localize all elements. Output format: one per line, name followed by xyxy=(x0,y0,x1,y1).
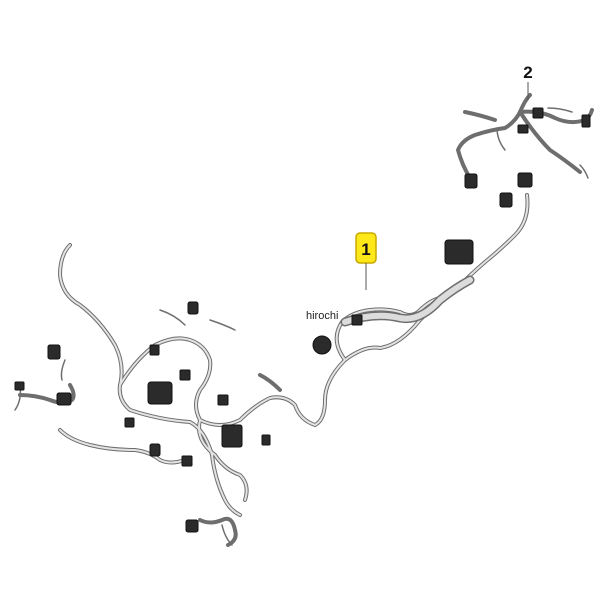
callout-1-label: 1 xyxy=(361,240,370,259)
connector-plug xyxy=(179,369,191,381)
connector-plug xyxy=(47,344,61,360)
connector-block xyxy=(444,239,474,265)
connector-plug xyxy=(56,392,72,406)
connector-plug xyxy=(581,114,591,128)
connector-plug xyxy=(351,314,363,326)
connector-plug xyxy=(532,107,544,119)
connectors xyxy=(14,107,591,533)
main-harness xyxy=(14,93,594,547)
connector-plug xyxy=(187,301,199,315)
grommet xyxy=(312,335,332,355)
connector-plug xyxy=(14,381,25,391)
connector-plug xyxy=(149,443,161,457)
connector-block xyxy=(147,381,173,405)
connector-plug xyxy=(517,124,529,134)
callout-2: 2 xyxy=(523,63,533,100)
callout-1: 1 xyxy=(355,232,377,290)
callout-2-label: 2 xyxy=(523,63,532,82)
connector-plug xyxy=(464,173,478,189)
connector-plug xyxy=(217,394,229,406)
connector-plug xyxy=(499,192,513,208)
connector-plug xyxy=(261,434,271,446)
connector-plug xyxy=(149,344,160,356)
connector-block xyxy=(221,424,243,448)
connector-plug xyxy=(181,455,193,467)
connector-plug xyxy=(124,417,135,428)
connector-plug xyxy=(185,519,199,533)
connector-plug xyxy=(517,172,533,188)
watermark-text: hirochi xyxy=(306,310,339,322)
